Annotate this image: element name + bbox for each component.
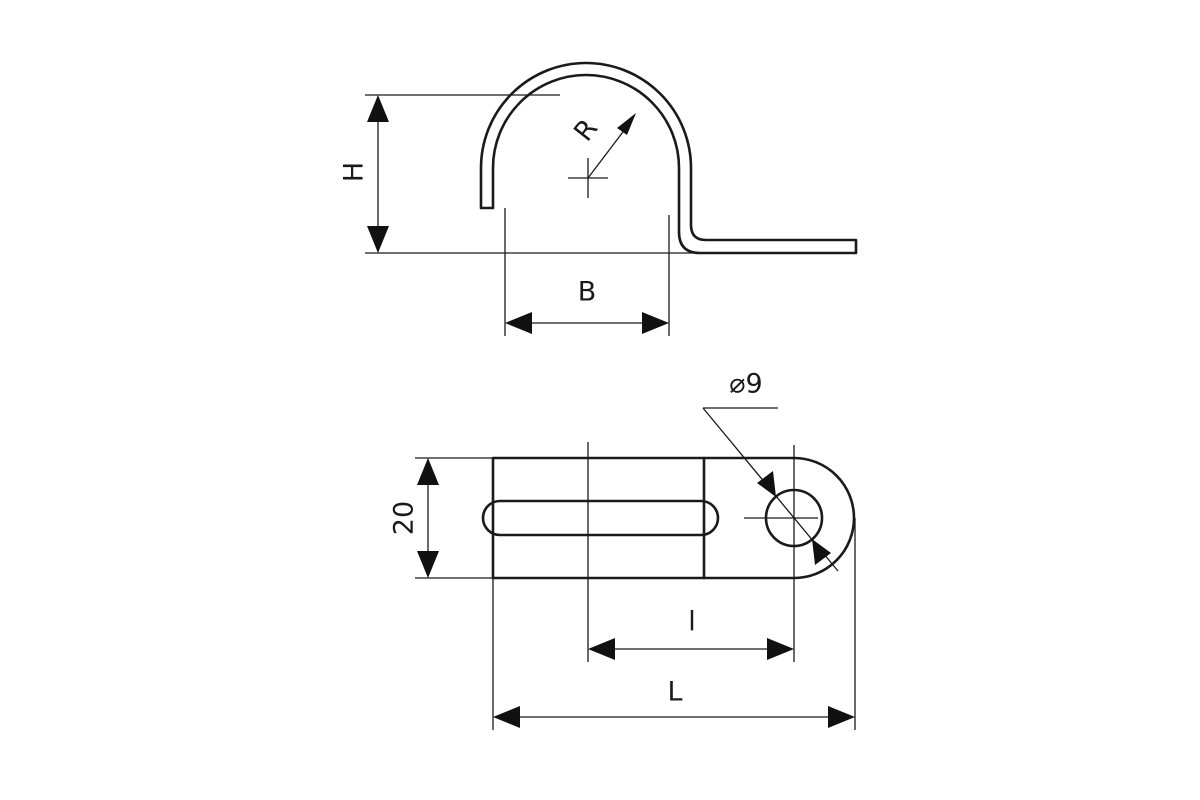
- diameter-arrow-lower: [812, 539, 831, 565]
- radius-label: R: [568, 113, 604, 147]
- radius-arrowhead: [617, 113, 636, 135]
- top-view: [415, 407, 856, 730]
- width20-arrow-bottom: [417, 551, 439, 578]
- h-arrow-bottom: [367, 226, 389, 253]
- hole-distance-label: l: [688, 607, 696, 638]
- diameter-arrow-upper: [757, 471, 776, 497]
- total-length-arrow-left: [493, 706, 520, 728]
- l-arrow-left: [588, 638, 615, 660]
- total-length-arrow-right: [828, 706, 855, 728]
- strip-width-label: 20: [389, 501, 420, 535]
- h-arrow-top: [367, 95, 389, 122]
- side-view: [365, 61, 858, 336]
- width20-arrow-top: [417, 458, 439, 485]
- total-length-label: L: [667, 677, 682, 708]
- width-label: B: [578, 277, 597, 308]
- clamp-side-profile: [479, 61, 858, 255]
- b-arrow-right: [642, 312, 669, 334]
- height-label: H: [339, 162, 370, 182]
- b-arrow-left: [505, 312, 532, 334]
- clamp-strip-outline: [491, 456, 856, 580]
- l-arrow-right: [767, 638, 794, 660]
- stiffening-rib: [481, 499, 720, 537]
- hole-diameter-label: ⌀9: [729, 369, 762, 400]
